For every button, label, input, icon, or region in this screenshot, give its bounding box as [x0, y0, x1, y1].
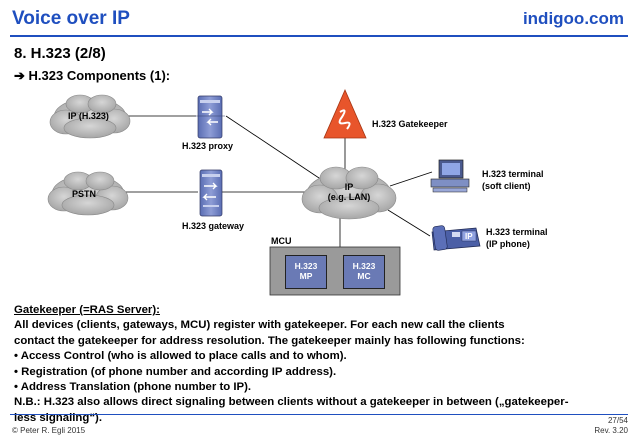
body-line: All devices (clients, gateways, MCU) reg… [14, 319, 505, 332]
body-line: • Registration (of phone number and acco… [14, 365, 337, 378]
revision: Rev. 3.20 [594, 426, 628, 435]
proxy-server-icon [195, 95, 225, 139]
label-terminal-ip-phone: H.323 terminal (IP phone) [486, 227, 548, 249]
gatekeeper-icon [323, 89, 367, 139]
cloud-icon [301, 166, 397, 220]
footer-divider [10, 414, 628, 415]
subtitle-text: H.323 Components (1): [28, 68, 171, 83]
gatekeeper-heading: Gatekeeper (=RAS Server): [14, 304, 160, 316]
body-line: N.B.: H.323 also allows direct signaling… [14, 396, 569, 409]
link-lan-softclient [389, 171, 433, 187]
cloud-icon [47, 171, 129, 216]
cloud-label-lan: IP (e.g. LAN) [327, 182, 371, 202]
cloud-label-ip-h323: IP (H.323) [68, 111, 109, 121]
mcu-mc-box: H.323 MC [343, 255, 385, 289]
connection-lines [118, 115, 433, 247]
mcu-mp-box: H.323 MP [285, 255, 327, 289]
label-gateway: H.323 gateway [182, 221, 245, 231]
cloud-icon [49, 94, 131, 139]
phone-badge: IP [465, 232, 473, 241]
body-line: contact the gatekeeper for address resol… [14, 334, 525, 347]
page-number: 27/54 [607, 416, 628, 425]
label-mcu: MCU [271, 236, 292, 246]
label-gatekeeper: H.323 Gatekeeper [372, 119, 448, 129]
label-terminal-soft-client: H.323 terminal (soft client) [482, 169, 544, 191]
slide-title: Voice over IP [12, 8, 130, 29]
computer-icon [430, 159, 470, 193]
page-info: 27/54 Rev. 3.20 [594, 416, 628, 436]
header-divider [10, 35, 628, 37]
gateway-server-icon [199, 169, 223, 217]
label-proxy: H.323 proxy [182, 141, 234, 151]
subtitle: ➔ H.323 Components (1): [14, 68, 170, 84]
site-logo: indigoo.com [522, 9, 624, 28]
body-line: • Address Translation (phone number to I… [14, 381, 252, 394]
gatekeeper-description: Gatekeeper (=RAS Server): All devices (c… [14, 303, 626, 426]
arrow-icon: ➔ [14, 68, 25, 83]
body-line: • Access Control (who is allowed to plac… [14, 350, 347, 363]
ip-phone-icon [431, 225, 481, 251]
section-title: 8. H.323 (2/8) [14, 45, 106, 62]
link-lan-ipphone [387, 209, 431, 237]
cloud-label-pstn: PSTN [72, 189, 97, 199]
copyright: © Peter R. Egli 2015 [12, 426, 86, 435]
